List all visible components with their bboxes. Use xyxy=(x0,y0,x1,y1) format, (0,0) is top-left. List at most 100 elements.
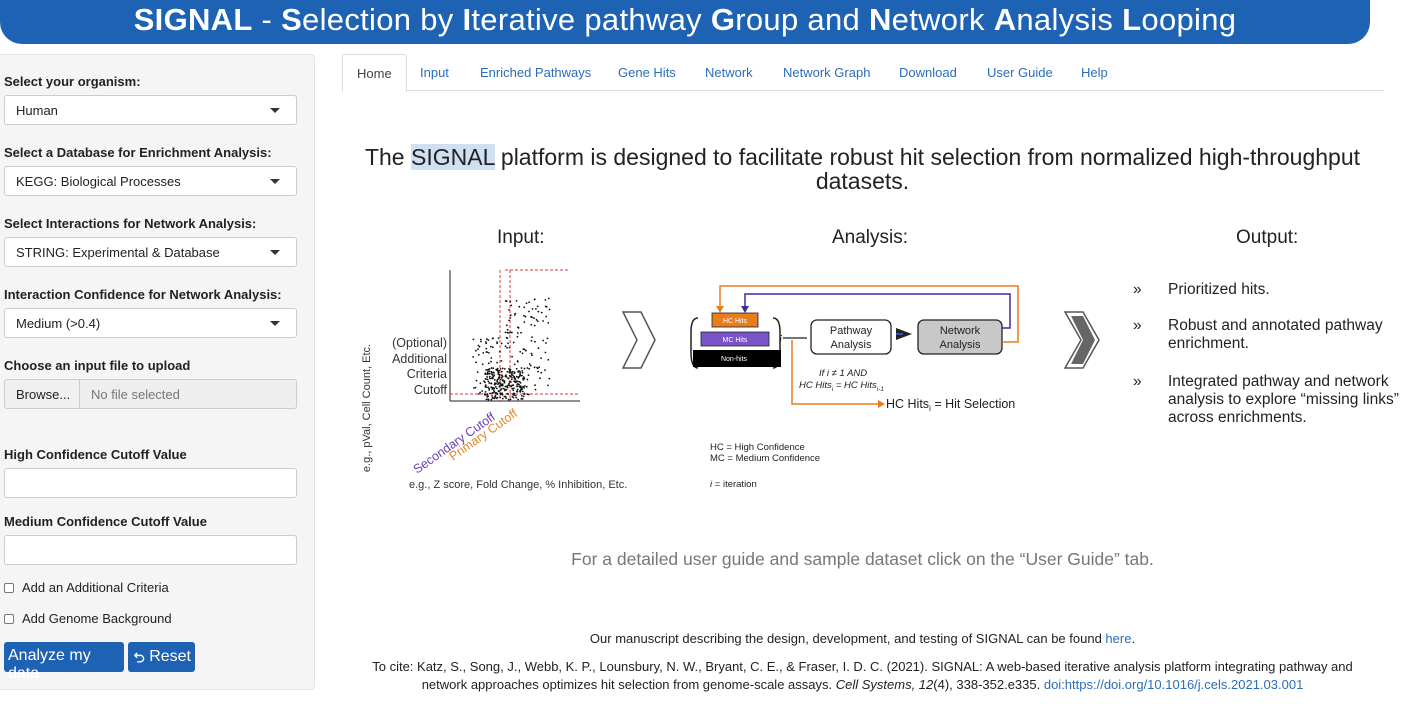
scatter-point xyxy=(485,369,487,371)
scatter-point xyxy=(519,386,522,389)
scatter-point xyxy=(480,338,482,341)
browse-button[interactable]: Browse... xyxy=(4,379,80,409)
scatter-point xyxy=(534,340,536,343)
scatter-point xyxy=(488,389,491,391)
scatter-point xyxy=(520,395,523,397)
tab-download[interactable]: Download xyxy=(899,65,957,80)
scatter-point xyxy=(508,319,510,322)
optional-label: (Optional) xyxy=(392,336,447,350)
scatter-point xyxy=(521,388,523,390)
scatter-point xyxy=(486,369,489,371)
sidebar-panel: Select your organism: Human Select a Dat… xyxy=(0,54,315,690)
database-select[interactable]: KEGG: Biological Processes xyxy=(4,166,297,196)
scatter-point xyxy=(531,308,534,310)
scatter-point xyxy=(494,379,496,381)
scatter-point xyxy=(484,385,487,388)
caret-down-icon xyxy=(270,179,280,184)
scatter-point xyxy=(504,375,507,378)
scatter-point xyxy=(533,317,535,319)
scatter-point xyxy=(481,390,483,392)
scatter-point xyxy=(509,398,512,401)
scatter-point xyxy=(491,392,494,395)
scatter-point xyxy=(533,366,536,369)
reset-button[interactable]: Reset xyxy=(128,642,195,672)
scatter-point xyxy=(496,379,498,382)
scatter-point xyxy=(540,357,542,359)
scatter-point xyxy=(538,366,541,369)
database-select-value: KEGG: Biological Processes xyxy=(16,174,181,189)
checkbox-box[interactable] xyxy=(4,582,14,593)
tab-network[interactable]: Network xyxy=(705,65,753,80)
scatter-point xyxy=(488,382,491,384)
tab-home[interactable]: Home xyxy=(342,54,407,92)
file-name-field[interactable]: No file selected xyxy=(79,379,297,409)
scatter-point xyxy=(508,382,510,385)
scatter-point xyxy=(518,305,521,308)
analyze-button[interactable]: Analyze my data xyxy=(4,642,124,682)
scatter-point xyxy=(524,385,526,387)
scatter-point xyxy=(519,350,522,353)
scatter-point xyxy=(498,350,501,353)
mc-cutoff-input[interactable] xyxy=(4,535,297,565)
additional-criteria-checkbox[interactable]: Add an Additional Criteria xyxy=(4,580,169,595)
scatter-point xyxy=(529,364,532,367)
scatter-point xyxy=(496,380,499,383)
tab-gene-hits[interactable]: Gene Hits xyxy=(618,65,676,80)
scatter-point xyxy=(522,385,524,388)
interactions-select[interactable]: STRING: Experimental & Database xyxy=(4,237,297,267)
organism-select[interactable]: Human xyxy=(4,95,297,125)
tab-input[interactable]: Input xyxy=(420,65,449,80)
workflow-figure: e.g., pVal, Cell Count, Etc. (Optional) … xyxy=(361,269,1100,491)
scatter-point xyxy=(536,305,539,308)
scatter-point xyxy=(535,318,538,321)
scatter-point xyxy=(488,387,490,390)
chevron-shade xyxy=(1071,316,1095,364)
genome-background-checkbox[interactable]: Add Genome Background xyxy=(4,611,172,626)
scatter-point xyxy=(528,310,530,313)
scatter-point xyxy=(488,370,491,373)
confidence-select[interactable]: Medium (>0.4) xyxy=(4,308,297,338)
scatter-point xyxy=(487,386,489,389)
scatter-point xyxy=(516,335,519,338)
scatter-point xyxy=(492,337,494,340)
scatter-point xyxy=(487,362,490,365)
doi-link[interactable]: doi:https://doi.org/10.1016/j.cels.2021.… xyxy=(1043,677,1304,692)
checkbox-box[interactable] xyxy=(4,613,14,624)
scatter-point xyxy=(503,368,506,370)
scatter-point xyxy=(480,340,482,343)
scatter-point xyxy=(546,337,549,340)
scatter-point xyxy=(475,361,477,364)
scatter-point xyxy=(491,397,494,399)
scatter-point xyxy=(511,384,513,387)
scatter-point xyxy=(487,380,490,383)
tab-user-guide[interactable]: User Guide xyxy=(987,65,1053,80)
hc-hits-box xyxy=(711,312,759,328)
scatter-point xyxy=(509,317,512,319)
tab-enriched-pathways[interactable]: Enriched Pathways xyxy=(480,65,592,80)
scatter-point xyxy=(485,398,488,401)
scatter-point xyxy=(516,385,519,388)
manuscript-link[interactable]: here xyxy=(1105,631,1132,646)
scatter-point xyxy=(530,340,533,342)
database-label: Select a Database for Enrichment Analysi… xyxy=(4,145,272,160)
pathway-label-2: Analysis xyxy=(831,339,872,351)
citation-text: To cite: Katz, S., Song, J., Webb, K. P.… xyxy=(372,659,1353,692)
scatter-point xyxy=(523,314,525,317)
input-heading: Input: xyxy=(497,227,545,248)
scatter-point xyxy=(508,309,510,311)
scatter-point xyxy=(506,386,509,389)
scatter-point xyxy=(548,377,551,380)
legend-iteration: i = iteration xyxy=(710,479,757,490)
scatter-point xyxy=(544,305,547,308)
criteria-label: Criteria xyxy=(407,367,447,381)
tab-help[interactable]: Help xyxy=(1081,65,1108,80)
scatter-point xyxy=(537,347,540,350)
hc-cutoff-input[interactable] xyxy=(4,468,297,498)
scatter-point xyxy=(503,395,506,398)
undo-icon xyxy=(134,652,145,663)
scatter-point xyxy=(513,380,515,383)
scatter-point xyxy=(506,347,508,349)
scatter-point xyxy=(526,393,529,396)
scatter-point xyxy=(537,370,539,373)
tab-network-graph[interactable]: Network Graph xyxy=(783,65,871,80)
